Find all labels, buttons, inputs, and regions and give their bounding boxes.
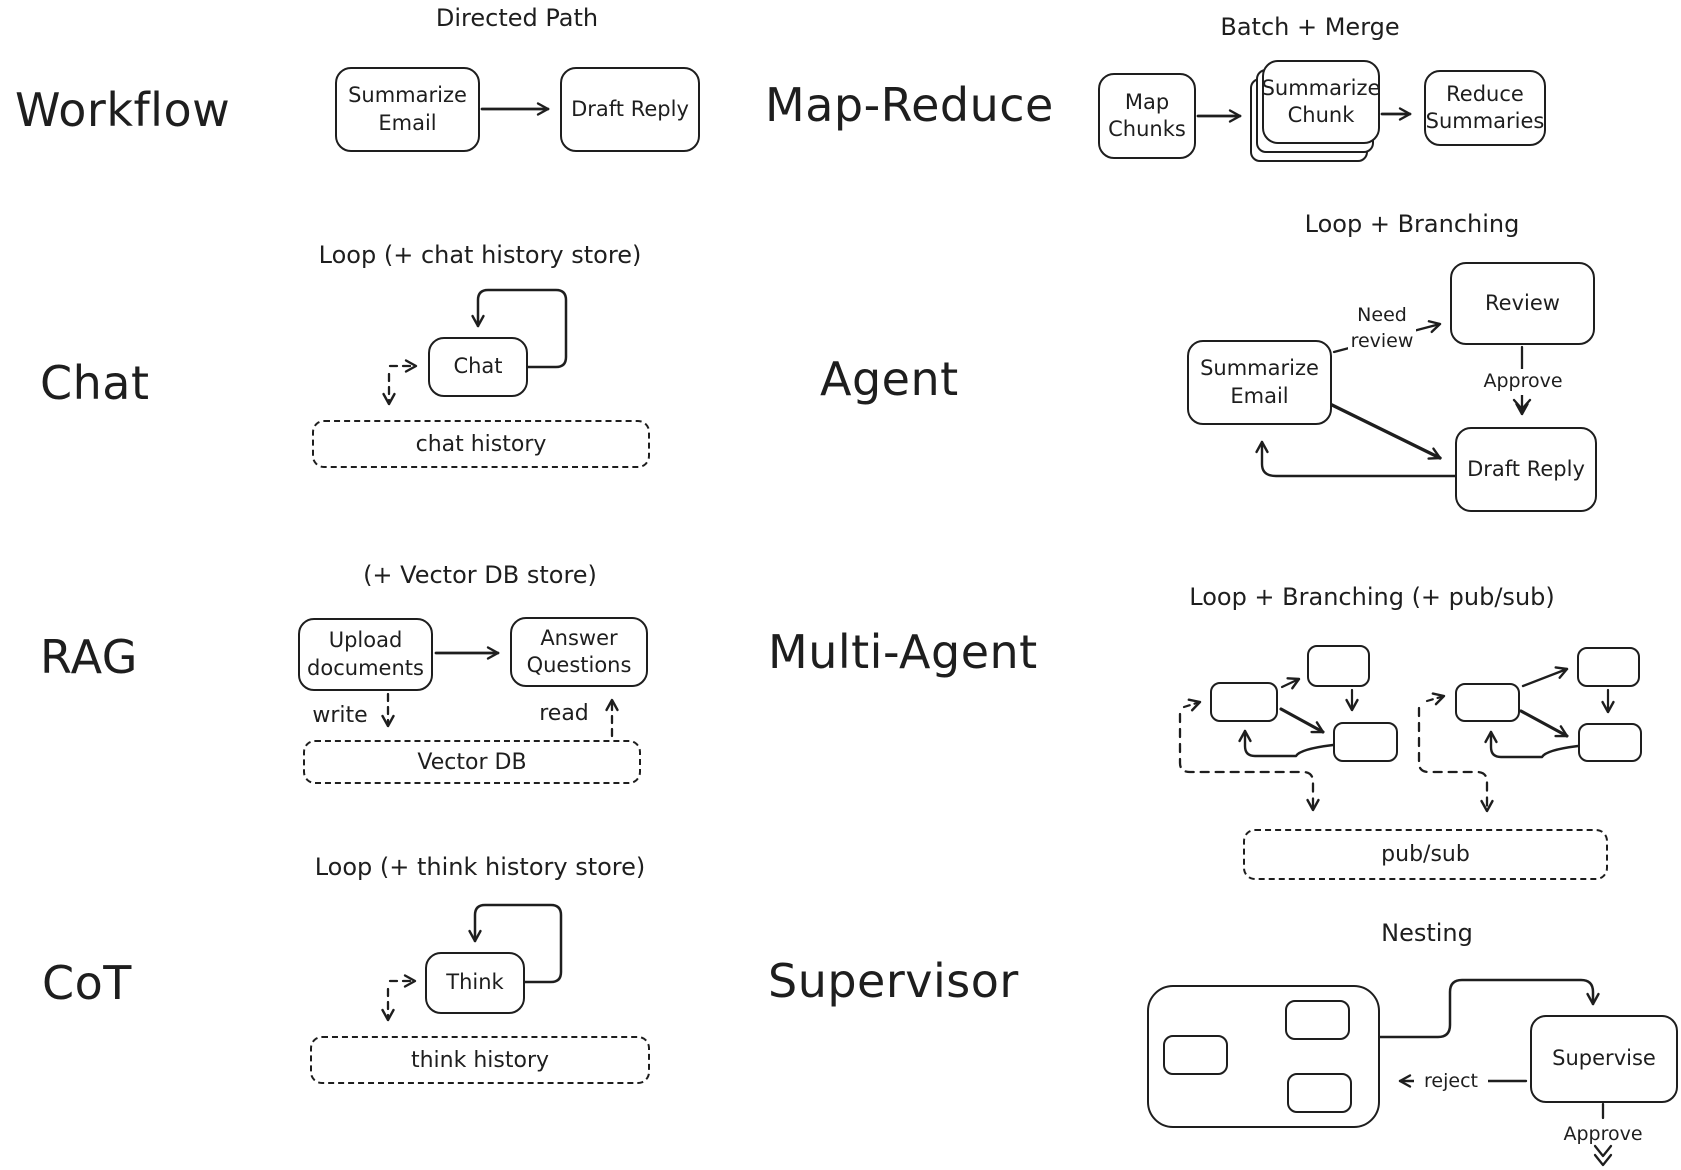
pattern-title-cot: Loop (+ think history store) — [314, 853, 646, 881]
cot-think-history-store: think history — [310, 1036, 650, 1084]
mapreduce-node-reduce-summaries: Reduce Summaries — [1424, 70, 1546, 146]
agent-node-review: Review — [1450, 262, 1595, 345]
workflow-node-summarize-email: Summarize Email — [335, 67, 480, 152]
section-label-cot: CoT — [42, 956, 132, 1010]
rag-node-upload-documents: Upload documents — [298, 618, 433, 691]
cot-node-think: Think — [425, 952, 525, 1014]
ma2-node-bottom — [1578, 723, 1642, 762]
chat-history-store: chat history — [312, 420, 650, 468]
agent-summarize-to-draft-arrow — [1328, 402, 1442, 460]
ma1-left-to-bottom-arrow — [1279, 707, 1325, 734]
agent-node-summarize-email: Summarize Email — [1187, 340, 1332, 425]
supervisor-node-supervise: Supervise — [1530, 1015, 1678, 1103]
rag-vector-db-store: Vector DB — [303, 740, 641, 784]
chat-node-chat: Chat — [428, 337, 528, 397]
agent-edge-label-need-review: Need review — [1348, 303, 1416, 355]
section-label-supervisor: Supervisor — [768, 954, 1019, 1008]
pattern-title-rag: (+ Vector DB store) — [363, 561, 597, 589]
mapreduce-node-summarize-chunk: Summarize Chunk — [1262, 60, 1380, 144]
ma1-node-bottom — [1333, 722, 1398, 762]
sup-node-bottom — [1287, 1073, 1352, 1113]
pattern-title-supervisor: Nesting — [1381, 919, 1473, 947]
supervisor-edge-label-approve: Approve — [1563, 1123, 1643, 1145]
sup-node-top — [1285, 1000, 1350, 1040]
ma2-left-to-bottom-arrow — [1519, 709, 1569, 738]
ma1-to-pubsub-dashed-arrow — [1178, 712, 1320, 812]
ma2-inlet-dashed-arrow — [1425, 692, 1446, 706]
ma2-to-pubsub-dashed-arrow — [1417, 706, 1494, 813]
agent-draft-return-arrow — [1255, 440, 1457, 478]
chat-self-loop — [471, 288, 568, 369]
ma2-left-to-top-arrow — [1521, 666, 1569, 688]
pattern-title-agent: Loop + Branching — [1304, 210, 1520, 238]
workflow-node-draft-reply: Draft Reply — [560, 67, 700, 152]
supervisor-edge-label-reject: reject — [1414, 1069, 1488, 1095]
ma1-return-arrow — [1238, 729, 1335, 758]
section-label-workflow: Workflow — [15, 83, 231, 137]
ma1-left-to-top-arrow — [1280, 677, 1301, 690]
sup-node-left — [1163, 1035, 1228, 1075]
ma1-node-top — [1307, 645, 1370, 687]
section-label-multi-agent: Multi-Agent — [768, 625, 1038, 679]
multi-agent-pubsub-store: pub/sub — [1243, 829, 1608, 880]
pattern-title-chat: Loop (+ chat history store) — [318, 241, 642, 269]
section-label-map-reduce: Map-Reduce — [765, 78, 1054, 132]
sup-approve-chevron-2 — [1593, 1153, 1613, 1167]
agent-approve-extra-chevron — [1512, 398, 1532, 411]
pattern-title-map-reduce: Batch + Merge — [1220, 13, 1400, 41]
sup-approve-chevron-1 — [1593, 1144, 1613, 1158]
section-label-chat: Chat — [40, 356, 150, 410]
rag-edge-label-write: write — [312, 703, 368, 728]
section-label-agent: Agent — [820, 352, 959, 406]
ma1-node-left — [1210, 682, 1278, 722]
cot-self-loop — [468, 903, 563, 984]
ma2-node-top — [1577, 647, 1640, 687]
mapreduce-node-map-chunks: Map Chunks — [1098, 73, 1196, 159]
ma1-inlet-dashed-arrow — [1182, 698, 1202, 712]
ma2-return-arrow — [1484, 730, 1580, 759]
agent-edge-label-approve: Approve — [1482, 369, 1564, 395]
agent-node-draft-reply: Draft Reply — [1455, 427, 1597, 512]
pattern-title-workflow: Directed Path — [435, 4, 599, 32]
rag-edge-label-read: read — [539, 701, 589, 726]
pattern-title-multi-agent: Loop + Branching (+ pub/sub) — [1189, 583, 1555, 611]
section-label-rag: RAG — [40, 630, 138, 684]
rag-node-answer-questions: Answer Questions — [510, 617, 648, 687]
sup-nest-to-supervise-arrow — [1378, 978, 1600, 1039]
ma2-node-left — [1455, 683, 1520, 722]
